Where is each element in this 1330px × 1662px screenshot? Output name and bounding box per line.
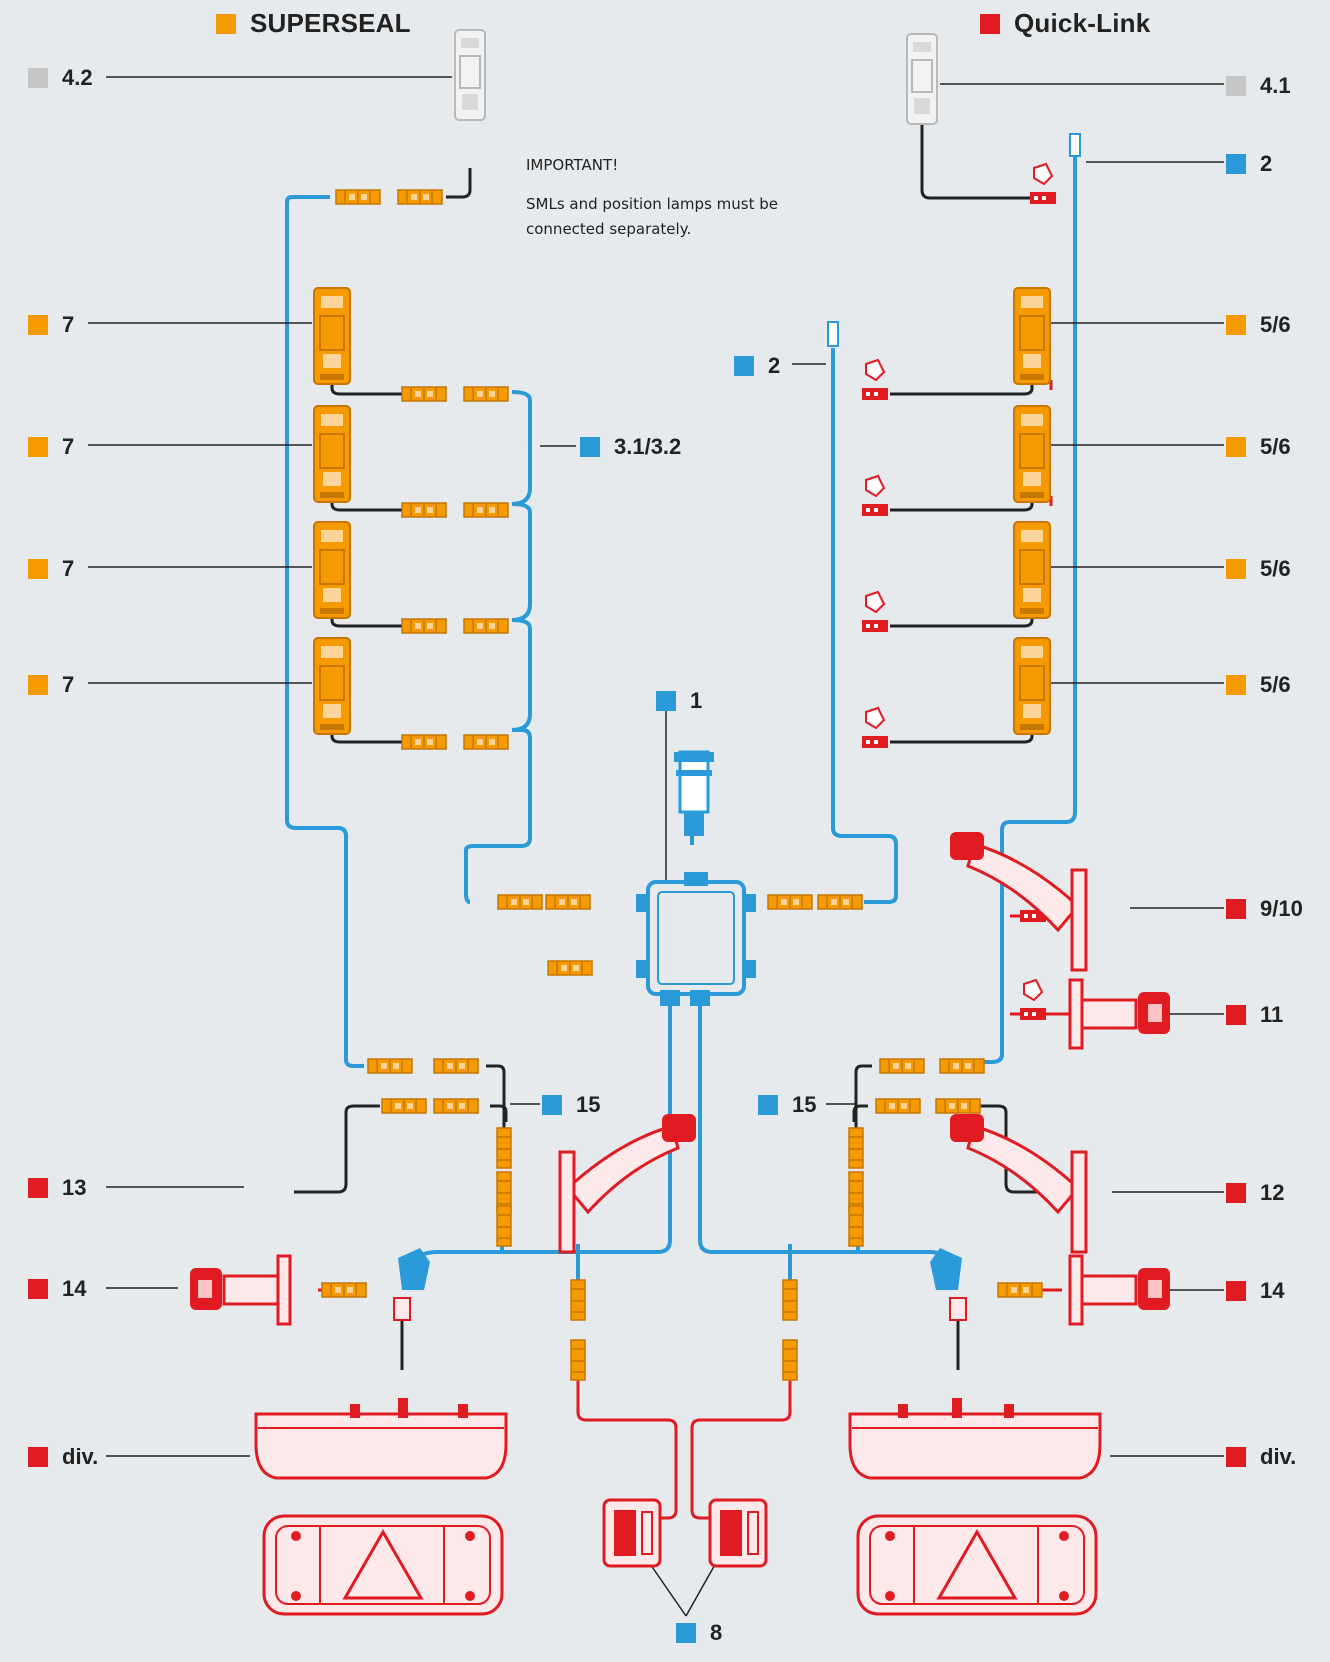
part-label-5-6-c: 5/6 [1226, 556, 1291, 582]
important-note: IMPORTANT! SMLs and position lamps must … [526, 153, 846, 256]
orange-sml-right-3 [1013, 521, 1051, 619]
part-label-13: 13 [28, 1175, 86, 1201]
end-outline-marker-left [558, 1112, 698, 1254]
note-title: IMPORTANT! [526, 156, 619, 174]
leader-lines [88, 76, 1224, 1617]
part-label-2-right: 2 [1226, 151, 1272, 177]
taillamp-plugs [393, 1297, 967, 1321]
part-label-15-left: 15 [542, 1092, 600, 1118]
part-label-8: 8 [676, 1620, 722, 1646]
orange-sml-right-1 [1013, 287, 1051, 385]
end-outline-marker-right-910 [948, 830, 1088, 972]
part-label-7-c: 7 [28, 556, 74, 582]
side-marker-left-14 [188, 1254, 292, 1326]
part-label-14-right: 14 [1226, 1278, 1284, 1304]
elbow-connectors [398, 1248, 962, 1290]
note-text: SMLs and position lamps must be connecte… [526, 195, 778, 238]
part-label-1: 1 [656, 688, 702, 714]
orange-sml-left-2 [313, 405, 351, 503]
orange-sml-right-4 [1013, 637, 1051, 735]
grey-sml-right [906, 33, 938, 125]
grey-sml-left [454, 29, 486, 121]
part-label-div-right: div. [1226, 1444, 1296, 1470]
junction-box [636, 872, 756, 1006]
main-plug [674, 750, 714, 836]
black-cables [294, 110, 1072, 1370]
part-label-5-6-d: 5/6 [1226, 672, 1291, 698]
taillamp-studs [350, 1398, 1014, 1418]
part-label-7-d: 7 [28, 672, 74, 698]
orange-sml-left-3 [313, 521, 351, 619]
part-label-div-left: div. [28, 1444, 98, 1470]
end-outline-marker-right-12 [948, 1112, 1088, 1254]
superseal-swatch [216, 13, 236, 34]
cable-end-plugs [827, 133, 1081, 347]
part-label-4-2: 4.2 [28, 65, 93, 91]
orange-sml-left-1 [313, 287, 351, 385]
part-label-9-10: 9/10 [1226, 896, 1303, 922]
rear-lamp-small-left [602, 1498, 662, 1568]
part-label-2-mid: 2 [734, 353, 780, 379]
part-label-3-1-3-2: 3.1/3.2 [580, 434, 681, 460]
legend-quicklink: Quick-Link [980, 8, 1150, 39]
part-label-5-6-a: 5/6 [1226, 312, 1291, 338]
rear-lamp-left [254, 1412, 508, 1616]
part-label-7-a: 7 [28, 312, 74, 338]
orange-sml-right-2 [1013, 405, 1051, 503]
quicklink-swatch [980, 13, 1000, 34]
legend-superseal: SUPERSEAL [216, 8, 411, 39]
side-marker-right-14 [1068, 1254, 1172, 1326]
rear-lamp-right [848, 1412, 1102, 1616]
part-label-15-right: 15 [758, 1092, 816, 1118]
orange-sml-left-4 [313, 637, 351, 735]
part-label-14-left: 14 [28, 1276, 86, 1302]
legend-superseal-label: SUPERSEAL [250, 8, 411, 38]
part-label-4-1: 4.1 [1226, 73, 1291, 99]
legend-quicklink-label: Quick-Link [1014, 8, 1151, 38]
part-label-5-6-b: 5/6 [1226, 434, 1291, 460]
side-marker-right-11 [1068, 978, 1172, 1050]
part-label-11: 11 [1226, 1002, 1283, 1028]
part-label-12: 12 [1226, 1180, 1284, 1206]
part-label-7-b: 7 [28, 434, 74, 460]
rear-lamp-small-right [708, 1498, 768, 1568]
